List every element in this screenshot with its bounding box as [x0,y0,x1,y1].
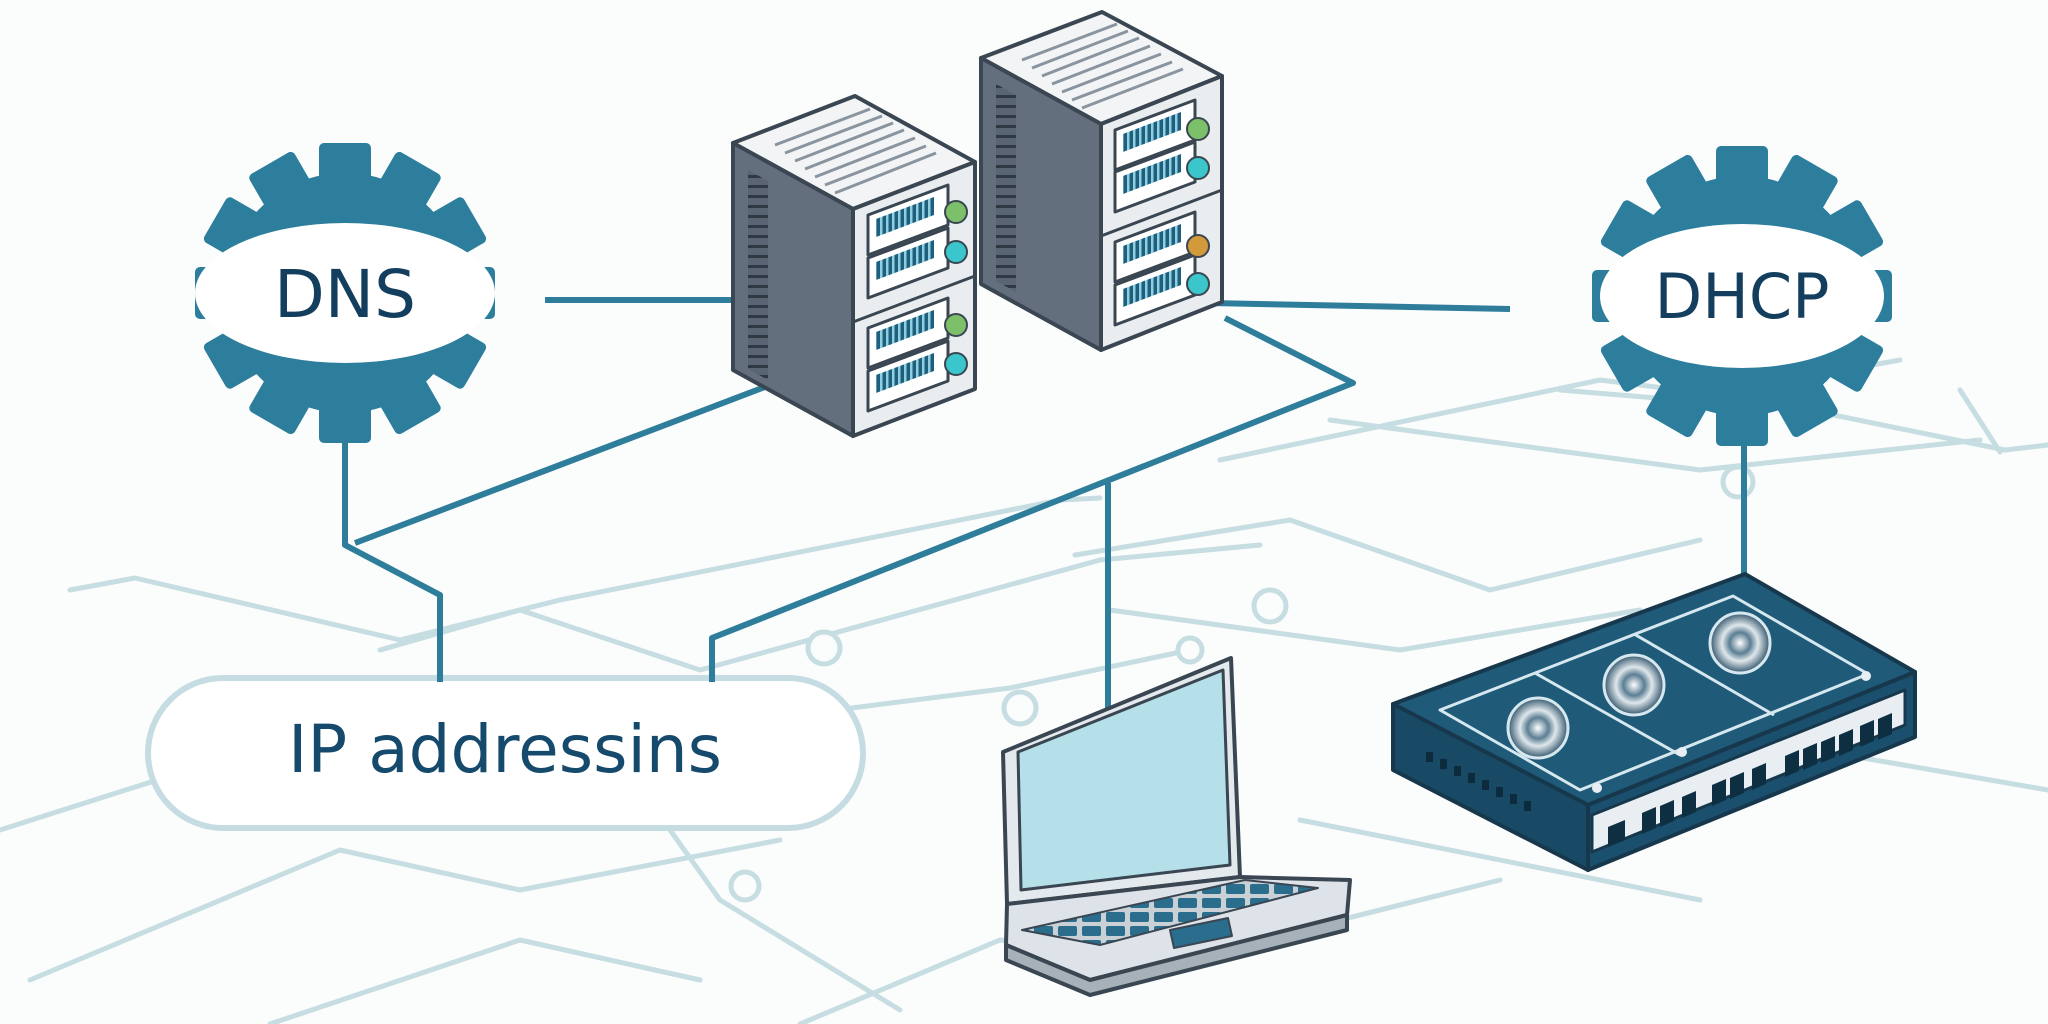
dns-label: DNS [274,256,416,333]
dhcp-label: DHCP [1654,260,1829,333]
ip-addressing-label: IP addressins [288,711,722,788]
server-ip-link [709,315,1356,682]
ip-addressing-node: IP addressins [145,675,866,831]
laptop [1001,656,1352,997]
dhcp-node: DHCP [1592,146,1892,446]
router [1391,572,1917,872]
dns-node: DNS [195,143,495,443]
connection-links [342,297,1747,710]
dns-ip-link [342,395,443,682]
server-dhcp-link [1209,300,1511,312]
server-bus-link [353,382,772,546]
server-tower-b [979,10,1224,352]
server-tower-a [731,94,977,438]
